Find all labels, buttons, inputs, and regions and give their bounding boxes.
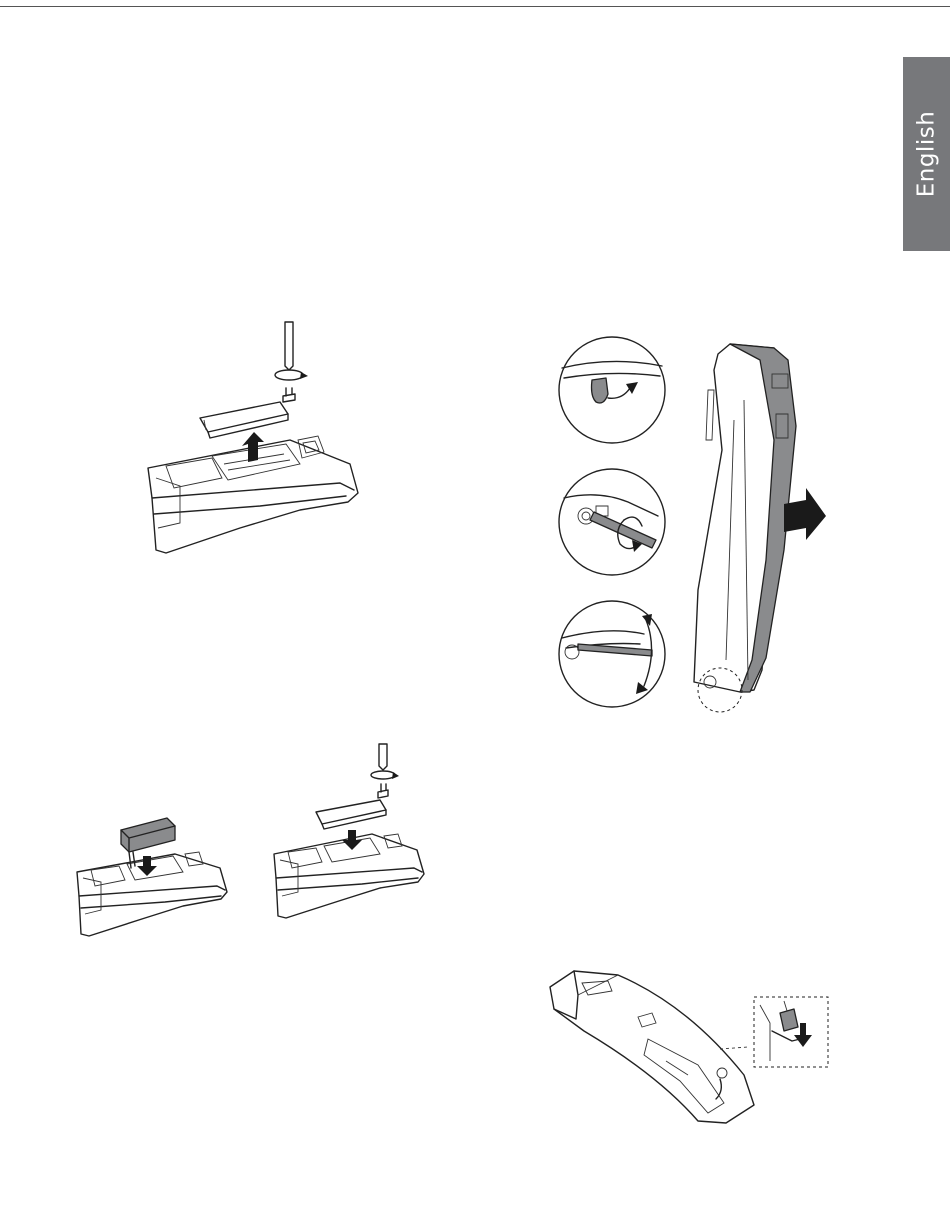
connector-icon <box>780 1009 798 1031</box>
detail-circle-pry <box>559 601 665 707</box>
battery-cover <box>200 402 288 432</box>
connector-detail-inset <box>754 997 828 1067</box>
screwdriver-icon <box>379 744 387 770</box>
handset-unit <box>694 344 826 712</box>
figure-base-battery-insert <box>75 816 240 940</box>
right-arrow-icon <box>784 488 826 540</box>
screwdriver-icon <box>285 322 293 370</box>
language-tab: English <box>903 57 950 251</box>
figure-base-cover-refit <box>272 742 434 922</box>
rotate-arrow-icon <box>371 771 395 779</box>
language-tab-label: English <box>914 111 940 198</box>
figure-base-cover-removal <box>140 318 365 563</box>
battery-cover <box>316 800 386 824</box>
figure-handset-cover-release <box>548 330 838 720</box>
release-tab-icon <box>592 378 609 403</box>
detail-circle-tab <box>559 337 665 443</box>
rotate-arrow-icon <box>275 370 303 380</box>
screw-icon <box>283 394 295 402</box>
figure-handset-battery-connect <box>548 965 833 1125</box>
page-trim-line <box>0 6 950 7</box>
screw-icon <box>378 790 388 798</box>
detail-circle-screw <box>559 469 665 575</box>
